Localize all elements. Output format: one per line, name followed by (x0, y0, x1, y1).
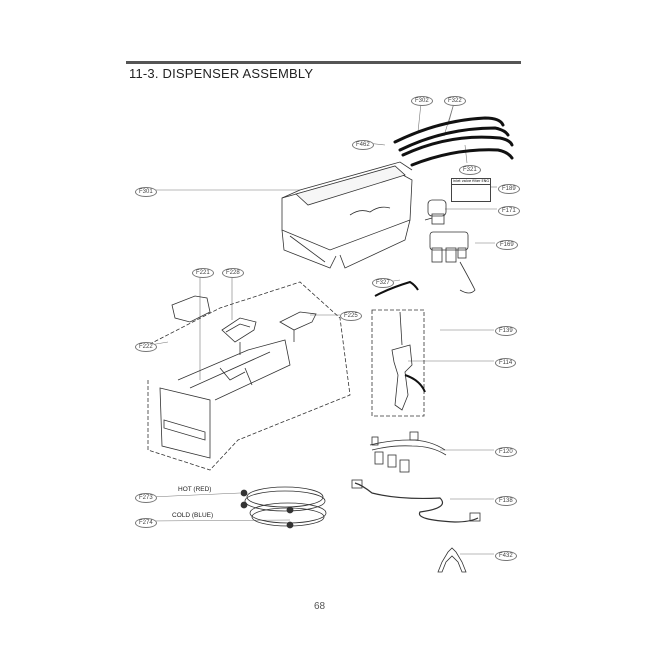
part-callout: F322 (444, 96, 466, 106)
title-rule (126, 61, 521, 64)
valve-filter-sticker: inlet valve filter ENG (451, 178, 491, 202)
wire-harness-1 (369, 431, 447, 473)
drawer-parts (171, 295, 317, 355)
part-callout: F114 (495, 358, 517, 368)
hot-hose-label: HOT (RED) (178, 486, 212, 493)
drawer-outline (147, 281, 351, 471)
wire-harness-2 (351, 479, 481, 523)
ground-wire (374, 280, 419, 297)
detergent-drawer (159, 339, 291, 459)
water-supply-hoses (240, 486, 327, 529)
page-number: 68 (314, 601, 326, 612)
inlet-valves (424, 199, 476, 294)
part-callout: F301 (135, 187, 157, 197)
part-callout: F228 (222, 268, 244, 278)
part-callout: F171 (498, 206, 520, 216)
hose-clip (437, 547, 467, 573)
part-callout: F274 (135, 518, 157, 528)
dispenser-housing (281, 161, 413, 269)
part-callout: F222 (135, 342, 157, 352)
part-callout: F138 (495, 496, 517, 506)
part-callout: F321 (459, 165, 481, 175)
cold-hose-label: COLD (BLUE) (172, 512, 214, 519)
part-callout: F273 (135, 493, 157, 503)
page-title: 11-3. DISPENSER ASSEMBLY (129, 66, 314, 81)
part-callout: F120 (495, 447, 517, 457)
drain-hose (391, 311, 426, 411)
part-callout: F462 (352, 140, 374, 150)
part-callout: F169 (496, 240, 518, 250)
sticker-title: inlet valve filter ENG (452, 179, 490, 185)
part-callout: F139 (495, 326, 517, 336)
part-callout: F432 (495, 551, 517, 561)
part-callout: F189 (498, 184, 520, 194)
part-callout: F225 (340, 311, 362, 321)
part-callout: F302 (411, 96, 433, 106)
hoses (393, 116, 514, 167)
hose-box (371, 309, 425, 417)
part-callout: F221 (192, 268, 214, 278)
part-callout: F327 (372, 278, 394, 288)
